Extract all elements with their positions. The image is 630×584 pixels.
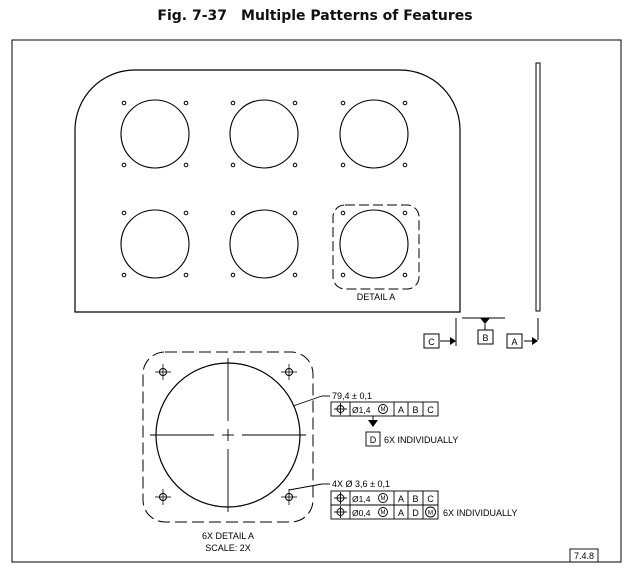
datum-c-box bbox=[423, 333, 440, 349]
edge-view bbox=[535, 62, 541, 312]
small-hole bbox=[402, 210, 408, 216]
hole-pattern-1 bbox=[120, 99, 190, 169]
small-hole-modifier-2: M bbox=[381, 510, 386, 516]
datum-d-letter: D bbox=[370, 435, 377, 445]
detail-small-hole-4 bbox=[281, 489, 297, 505]
small-hole bbox=[121, 162, 127, 168]
detail-view-title: 6X DETAIL A bbox=[202, 531, 254, 541]
large-hole bbox=[339, 99, 409, 169]
paragraph-ref: 7.4.8 bbox=[574, 551, 594, 561]
small-hole-datum-1b: B bbox=[412, 494, 418, 504]
small-hole-fcf bbox=[330, 490, 439, 520]
detail-small-hole-1 bbox=[155, 364, 171, 380]
small-hole-modifier-1: M bbox=[381, 496, 386, 502]
hole-pattern-2 bbox=[229, 99, 299, 169]
detail-view-boundary bbox=[142, 351, 314, 523]
small-hole bbox=[340, 272, 346, 278]
datum-b-box bbox=[477, 329, 494, 345]
figure-number: Fig. 7-37 bbox=[157, 8, 228, 24]
plate-outline bbox=[74, 69, 461, 313]
datum-b-letter: B bbox=[482, 333, 488, 343]
small-hole-note: 6X INDIVIDUALLY bbox=[443, 508, 517, 518]
datum-a-triangle bbox=[532, 337, 538, 345]
large-hole bbox=[120, 209, 190, 279]
detail-view-scale: SCALE: 2X bbox=[205, 543, 251, 553]
datum-a-letter: A bbox=[511, 337, 517, 347]
datum-a-box bbox=[506, 333, 523, 349]
small-hole bbox=[402, 100, 408, 106]
large-hole-size: 79,4 ± 0,1 bbox=[332, 391, 372, 401]
small-hole-datum-2a: A bbox=[398, 508, 404, 518]
hole-pattern-3 bbox=[339, 99, 409, 169]
small-hole-size: 4X Ø 3,6 ± 0,1 bbox=[332, 479, 390, 489]
small-hole bbox=[292, 162, 298, 168]
small-hole bbox=[402, 162, 408, 168]
small-hole bbox=[292, 100, 298, 106]
small-hole bbox=[121, 100, 127, 106]
small-hole-datum-1a: A bbox=[398, 494, 404, 504]
detail-small-holes bbox=[155, 364, 297, 505]
small-hole-datum-1c: C bbox=[427, 494, 434, 504]
small-hole bbox=[230, 100, 236, 106]
small-hole bbox=[183, 100, 189, 106]
hole-patterns bbox=[120, 99, 409, 279]
datum-d-box bbox=[365, 431, 381, 447]
small-hole-datum-2b: D bbox=[412, 508, 419, 518]
drawing-frame bbox=[11, 39, 622, 563]
large-hole bbox=[120, 99, 190, 169]
datum-c-letter: C bbox=[428, 337, 435, 347]
small-hole-leader bbox=[288, 483, 323, 491]
small-hole bbox=[292, 272, 298, 278]
hole-pattern-5 bbox=[229, 209, 299, 279]
small-hole bbox=[183, 210, 189, 216]
small-hole bbox=[340, 162, 346, 168]
figure-title: Fig. 7-37 Multiple Patterns of Features bbox=[0, 8, 630, 24]
figure-caption: Multiple Patterns of Features bbox=[241, 8, 473, 24]
large-hole-leader bbox=[292, 395, 323, 407]
small-hole bbox=[340, 100, 346, 106]
small-hole bbox=[183, 162, 189, 168]
hole-pattern-4 bbox=[120, 209, 190, 279]
large-hole-datum-3: C bbox=[427, 405, 434, 415]
detail-a-label: DETAIL A bbox=[357, 292, 396, 302]
detail-centerlines bbox=[150, 358, 306, 512]
small-hole bbox=[340, 210, 346, 216]
large-hole-datum-2: B bbox=[412, 405, 418, 415]
paragraph-ref-box bbox=[569, 548, 599, 563]
small-hole-tolerance-2: Ø0,4 bbox=[352, 508, 371, 518]
large-hole-fcf bbox=[330, 401, 439, 417]
small-hole-tolerance-1: Ø1,4 bbox=[352, 494, 371, 504]
detail-small-hole-3 bbox=[155, 489, 171, 505]
small-hole bbox=[402, 272, 408, 278]
large-hole-datum-1: A bbox=[398, 405, 404, 415]
small-hole bbox=[121, 210, 127, 216]
small-hole bbox=[183, 272, 189, 278]
large-hole bbox=[339, 209, 409, 279]
datum-b-triangle bbox=[480, 318, 490, 324]
large-hole-modifier: M bbox=[381, 407, 386, 413]
detail-small-hole-2 bbox=[281, 364, 297, 380]
large-hole-tolerance: Ø1,4 bbox=[352, 405, 371, 415]
large-hole-note: 6X INDIVIDUALLY bbox=[384, 435, 458, 445]
small-hole bbox=[121, 272, 127, 278]
small-hole bbox=[230, 272, 236, 278]
datum-d-triangle bbox=[368, 420, 378, 427]
small-hole-datum-2c: M bbox=[428, 510, 433, 517]
small-hole bbox=[292, 210, 298, 216]
datum-c-triangle bbox=[450, 337, 456, 345]
large-hole bbox=[229, 99, 299, 169]
hole-pattern-6 bbox=[339, 209, 409, 279]
small-hole bbox=[230, 162, 236, 168]
large-hole bbox=[229, 209, 299, 279]
small-hole bbox=[230, 210, 236, 216]
detail-a-boundary bbox=[332, 204, 420, 290]
